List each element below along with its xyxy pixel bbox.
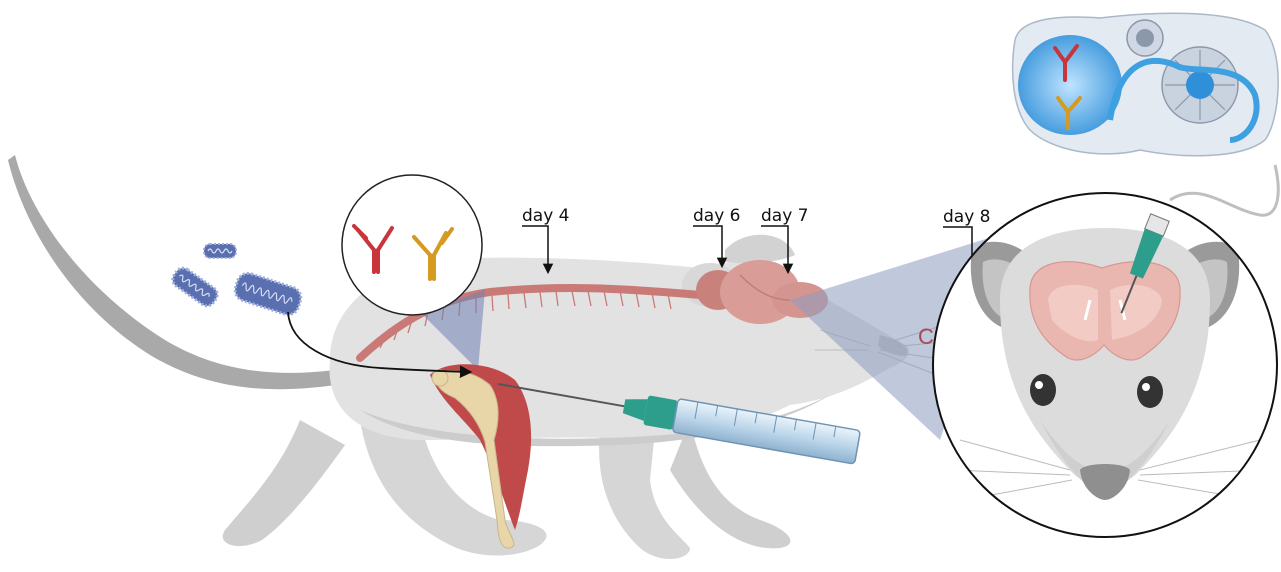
virus-icon xyxy=(170,244,304,318)
pump-tubing xyxy=(1170,165,1278,215)
mouse-ear-back xyxy=(725,235,795,263)
day8-label: day 8 xyxy=(943,207,991,227)
mouse-tail xyxy=(8,155,335,389)
day6-label: day 6 xyxy=(693,206,741,226)
antibody-zoom-circle xyxy=(342,175,482,315)
day4-label: day 4 xyxy=(522,206,570,226)
infusion-pump-icon xyxy=(1013,13,1279,155)
partial-label: C xyxy=(918,324,934,349)
mouse-far-hind-leg xyxy=(223,420,345,546)
mouse-head-icon xyxy=(933,193,1277,537)
mouse-near-front-leg xyxy=(599,430,690,559)
day7-label: day 7 xyxy=(761,206,809,226)
